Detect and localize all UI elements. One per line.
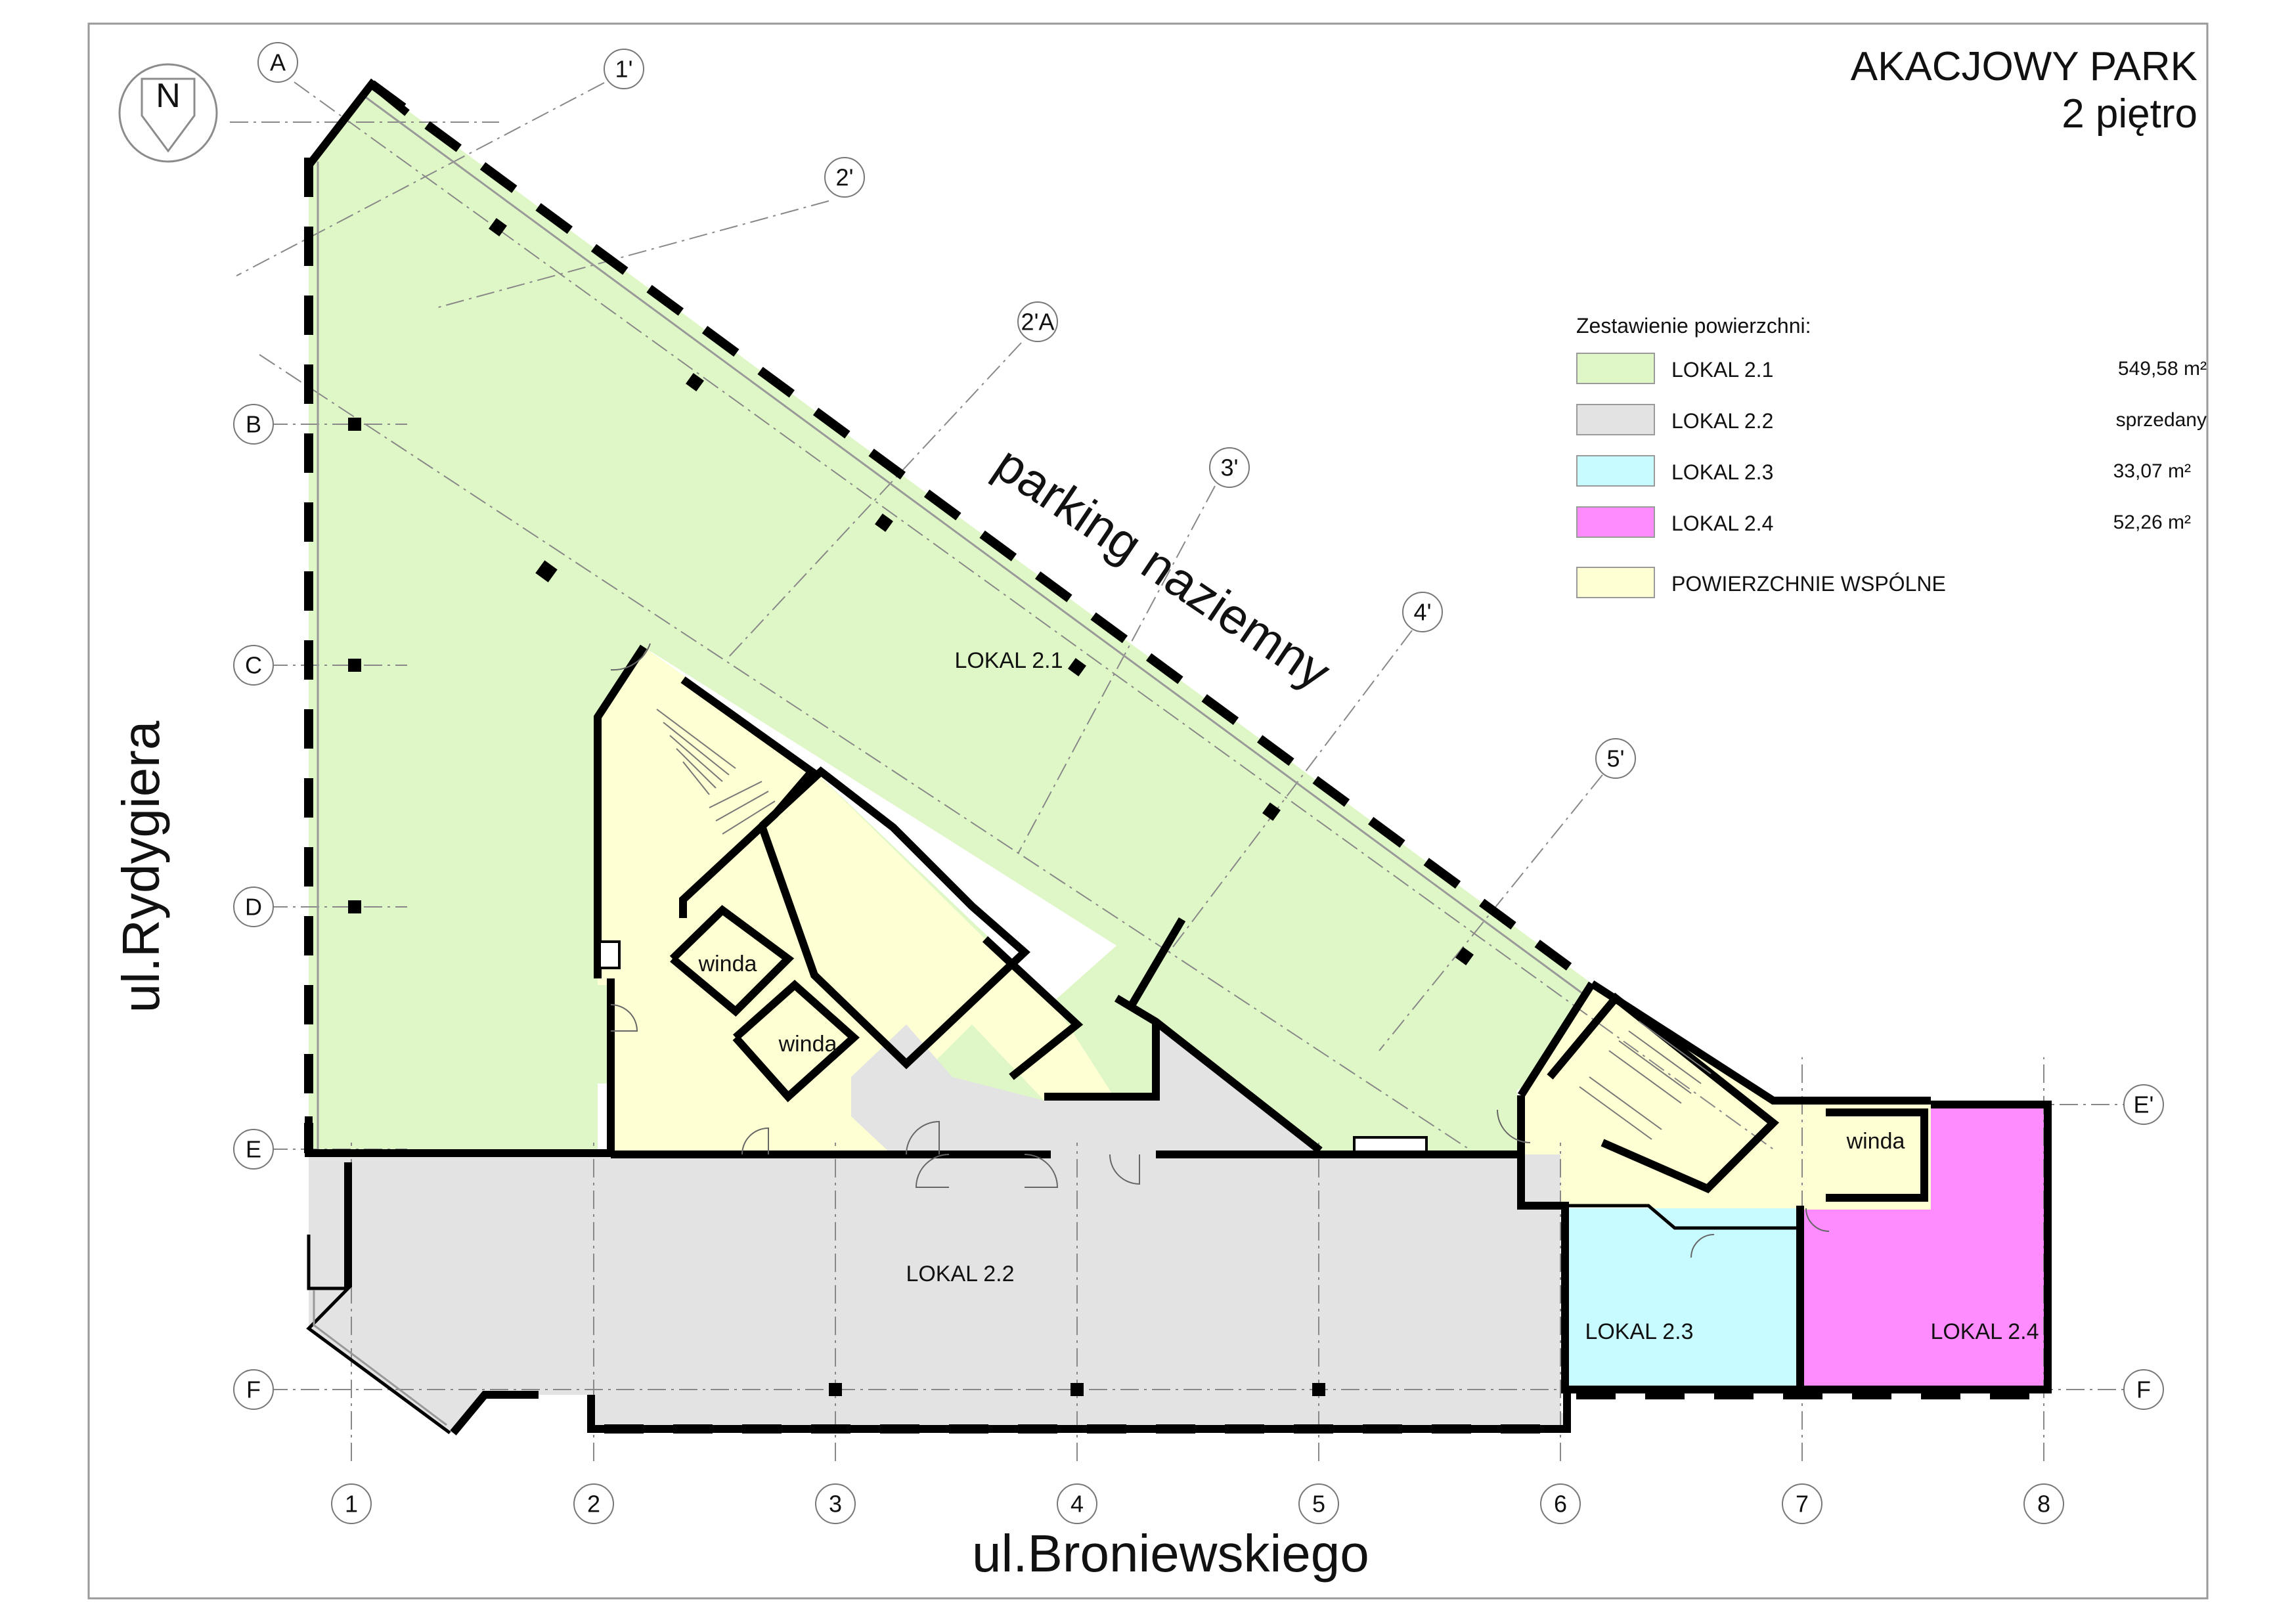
title-block: AKACJOWY PARK 2 piętro [1851,43,2197,138]
legend-swatch-lokal-2-2 [1576,404,1655,435]
legend-area: sprzedany [2115,409,2207,431]
legend-area: 33,07 m² [2113,460,2191,482]
grid-label-diagonal: 1' [615,56,633,83]
lokal-2-4-area [1803,1105,2048,1390]
stairs-west [656,709,776,835]
legend-item: POWIERZCHNIE WSPÓLNE [1576,567,2207,618]
legend-area: 52,26 m² [2113,512,2191,533]
grid-bubble [257,42,298,83]
grid-label-rows: D [245,894,262,921]
lokal-2-1-main [309,84,1592,1151]
grid-bubble [1057,1483,1097,1524]
grid-label-rows: F [2136,1376,2151,1403]
room-label-winda-3: winda [1846,1129,1905,1154]
grid-bubble [824,157,865,198]
grid-label-columns: 5 [1312,1491,1325,1518]
grid-label-diagonal: 3' [1221,454,1239,481]
legend-area: 549,58 m² [2117,358,2207,380]
grid-label-columns: 7 [1796,1491,1809,1518]
lokal-2-3-area [1565,1208,1800,1390]
grid-label-rows: A [270,49,286,76]
legend-item: LOKAL 2.2 sprzedany [1576,404,2207,455]
north-arrow-letter: N [156,77,181,115]
grid-label-rows: E [246,1136,261,1163]
grid-bubble [1782,1483,1822,1524]
legend-item: LOKAL 2.1 549,58 m² [1576,353,2207,404]
legend-swatch-lokal-2-3 [1576,455,1655,487]
grid-label-rows: C [245,652,262,679]
ne-facade [368,80,1595,988]
grid-bubble [1209,447,1250,488]
sheet-frame [87,22,2209,1600]
area-legend: Zestawienie powierzchni: LOKAL 2.1 549,5… [1576,314,2207,618]
grid-bubble [233,645,274,686]
legend-name: LOKAL 2.4 [1671,512,1774,535]
grid-label-diagonal: 2' [836,164,854,191]
grid-bubble [815,1483,856,1524]
room-label-lokal-2-1: LOKAL 2.1 [954,648,1063,673]
grid-bubble [1017,301,1058,342]
street-label-rydygiera: ul.Rydygiera [112,720,170,1013]
room-label-lokal-2-4: LOKAL 2.4 [1930,1319,2039,1344]
legend-swatch-common [1576,567,1655,598]
grid-label-rows: F [246,1376,261,1403]
grid-bubble [2123,1084,2164,1125]
grid-bubble [1298,1483,1339,1524]
service-core [851,1024,1156,1156]
grid-bubble [1540,1483,1581,1524]
grid-label-columns: 4 [1071,1491,1084,1518]
grid-bubble [233,404,274,445]
grid-label-columns: 2 [587,1491,600,1518]
grid-axes [230,81,2128,1461]
grid-bubble [233,1129,274,1170]
grid-bubble [573,1483,614,1524]
north-arrow-icon [118,63,218,163]
grid-label-columns: 1 [345,1491,358,1518]
grid-label-diagonal: 4' [1414,599,1432,626]
grid-label-columns: 8 [2037,1491,2050,1518]
floor-subtitle: 2 piętro [2062,91,2197,137]
legend-header: Zestawienie powierzchni: [1576,314,1811,338]
legend-name: POWIERZCHNIE WSPÓLNE [1671,572,1946,596]
grid-bubble [233,887,274,927]
south-facade [587,1392,1571,1433]
grid-bubble [2123,1369,2164,1410]
structural-columns [348,218,1474,1396]
grid-bubble [1595,738,1636,779]
legend-name: LOKAL 2.2 [1671,409,1774,433]
drawing-title: AKACJOWY PARK [1850,44,2197,89]
stairs-east [1579,1020,1711,1140]
east-lift-shaft [1826,1112,1924,1198]
doors [610,643,1830,1258]
grid-label-rows: E' [2134,1091,2154,1118]
room-label-winda-1: winda [698,952,757,976]
grid-label-columns: 6 [1554,1491,1567,1518]
grid-bubbles: 1 2 3 4 5 6 7 8 A B C D E E' F F 1' 2' 2'A 3' 4' 5' [233,42,2164,1524]
grid-bubble [331,1483,372,1524]
legend-item: LOKAL 2.4 52,26 m² [1576,506,2207,558]
grid-label-rows: B [246,411,261,438]
street-label-broniewskiego: ul.Broniewskiego [972,1524,1369,1583]
legend-name: LOKAL 2.3 [1671,460,1774,484]
grid-bubble [233,1369,274,1410]
lokal-2-2-area [309,1154,1567,1433]
grid-label-columns: 3 [829,1491,842,1518]
legend-item: LOKAL 2.3 33,07 m² [1576,455,2207,506]
legend-swatch-lokal-2-1 [1576,353,1655,384]
room-label-lokal-2-2: LOKAL 2.2 [906,1261,1014,1286]
grid-bubble [1402,592,1443,632]
legend-name: LOKAL 2.1 [1671,358,1774,382]
room-label-winda-2: winda [778,1032,837,1057]
room-label-lokal-2-3: LOKAL 2.3 [1585,1319,1693,1344]
grid-label-diagonal: 2'A [1021,309,1055,336]
grid-bubble [2023,1483,2064,1524]
grid-bubble [604,49,644,89]
grid-label-diagonal: 5' [1607,745,1625,772]
legend-swatch-lokal-2-4 [1576,506,1655,538]
